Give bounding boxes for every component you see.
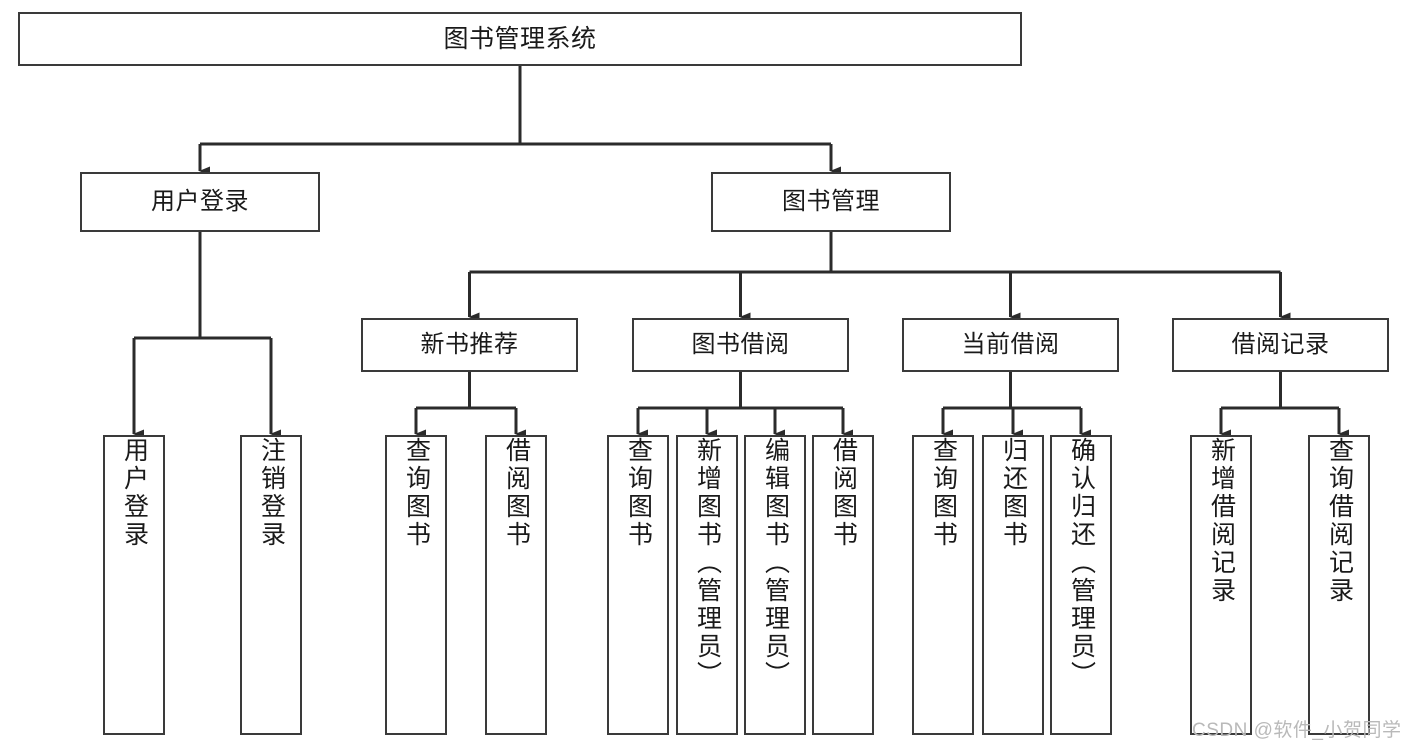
node-label: 查询图书 bbox=[929, 437, 958, 549]
leaf-query-book-1[interactable]: 查询图书 bbox=[385, 435, 447, 735]
node-label: 借阅图书 bbox=[502, 437, 531, 549]
leaf-borrow-book-1[interactable]: 借阅图书 bbox=[485, 435, 547, 735]
leaf-return-book[interactable]: 归还图书 bbox=[982, 435, 1044, 735]
node-label: 查询图书 bbox=[624, 437, 653, 549]
node-label: 图书借阅 bbox=[691, 330, 790, 358]
leaf-borrow-book-2[interactable]: 借阅图书 bbox=[812, 435, 874, 735]
node-label: 用户登录 bbox=[120, 437, 149, 549]
node-label: 查询图书 bbox=[402, 437, 431, 549]
leaf-confirm-return[interactable]: 确认归还（管理员） bbox=[1050, 435, 1112, 735]
leaf-add-borrow-record[interactable]: 新增借阅记录 bbox=[1190, 435, 1252, 735]
leaf-user-login[interactable]: 用户登录 bbox=[103, 435, 165, 735]
leaf-add-book[interactable]: 新增图书（管理员） bbox=[676, 435, 738, 735]
leaf-logout[interactable]: 注销登录 bbox=[240, 435, 302, 735]
node-label: 查询借阅记录 bbox=[1325, 437, 1354, 605]
node-root[interactable]: 图书管理系统 bbox=[18, 12, 1022, 66]
node-label: 编辑图书（管理员） bbox=[761, 437, 790, 689]
node-label: 图书管理系统 bbox=[443, 25, 597, 53]
leaf-query-borrow-record[interactable]: 查询借阅记录 bbox=[1308, 435, 1370, 735]
leaf-query-book-2[interactable]: 查询图书 bbox=[607, 435, 669, 735]
node-label: 确认归还（管理员） bbox=[1067, 437, 1096, 689]
watermark: CSDN @软件_小贺同学 bbox=[1192, 720, 1402, 741]
node-current-borrow[interactable]: 当前借阅 bbox=[902, 318, 1119, 372]
node-label: 当前借阅 bbox=[961, 330, 1060, 358]
node-label: 归还图书 bbox=[999, 437, 1028, 549]
node-label: 新增借阅记录 bbox=[1207, 437, 1236, 605]
node-label: 新增图书（管理员） bbox=[693, 437, 722, 689]
node-label: 用户登录 bbox=[151, 187, 249, 215]
node-borrow-record[interactable]: 借阅记录 bbox=[1172, 318, 1389, 372]
leaf-edit-book[interactable]: 编辑图书（管理员） bbox=[744, 435, 806, 735]
node-new-book-recommend[interactable]: 新书推荐 bbox=[361, 318, 578, 372]
node-book-borrow[interactable]: 图书借阅 bbox=[632, 318, 849, 372]
node-label: 借阅图书 bbox=[829, 437, 858, 549]
node-user-login[interactable]: 用户登录 bbox=[80, 172, 320, 232]
node-label: 新书推荐 bbox=[420, 330, 519, 358]
node-label: 图书管理 bbox=[782, 187, 880, 215]
node-label: 注销登录 bbox=[257, 437, 286, 549]
node-book-manage[interactable]: 图书管理 bbox=[711, 172, 951, 232]
leaf-query-book-3[interactable]: 查询图书 bbox=[912, 435, 974, 735]
node-label: 借阅记录 bbox=[1231, 330, 1330, 358]
